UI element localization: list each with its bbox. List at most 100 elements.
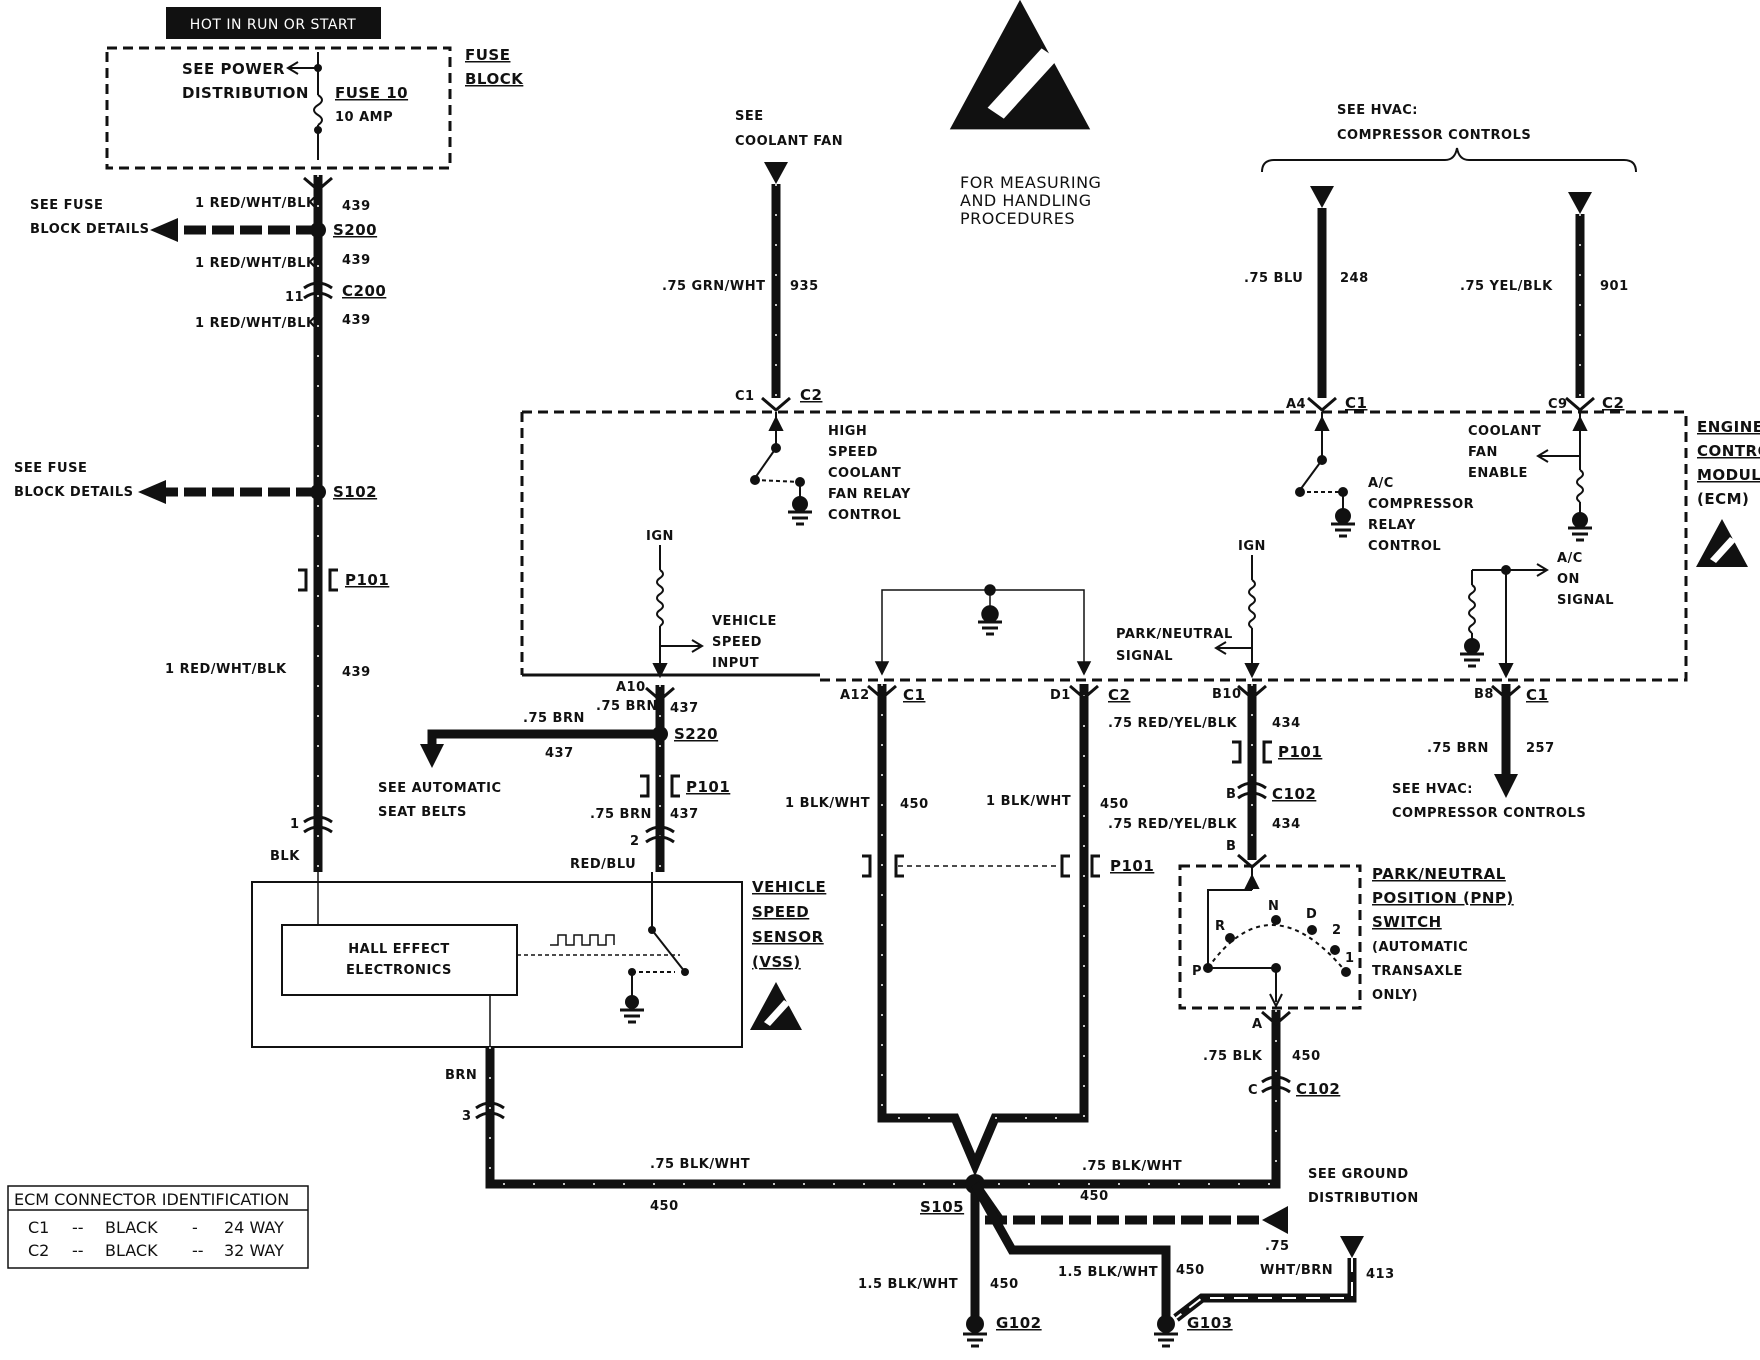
splice-s102-label: S102 [333, 483, 377, 501]
wire-450-pnp-stripe [995, 1010, 1277, 1185]
see-power-label: SEE POWER [182, 60, 285, 78]
cf-enable-label-2: FAN [1468, 445, 1498, 460]
p101-label-b: P101 [686, 778, 730, 796]
pnp-title-1: PARK/NEUTRAL [1372, 865, 1506, 883]
b8-label: B8 [1474, 687, 1494, 702]
wire-450-label-g102: 1.5 BLK/WHT [858, 1277, 958, 1292]
c2-label-901: C2 [1602, 394, 1624, 412]
c1-label-935: C1 [735, 389, 755, 404]
connector-p101-c [862, 854, 1070, 878]
wire-439-label-2: 1 RED/WHT/BLK [195, 256, 317, 271]
p101-label-a: P101 [345, 571, 389, 589]
circuit-439-label-3: 439 [342, 313, 371, 328]
ecm-connector-legend: ECM CONNECTOR IDENTIFICATION C1 -- BLACK… [7, 1185, 309, 1269]
connector-a10 [645, 686, 675, 702]
pnp-pos-2: 2 [1332, 923, 1342, 938]
c102-label-c: C102 [1296, 1080, 1340, 1098]
ecm-title-3: MODULE [1697, 466, 1760, 484]
pnp-pos-p: P [1192, 964, 1202, 979]
legend-row2-dash2: -- [192, 1241, 204, 1260]
legend-row1-size: 24 WAY [224, 1218, 284, 1237]
connector-d1 [1069, 684, 1099, 700]
fuse-name: FUSE 10 [335, 84, 408, 102]
wire-439-label-4: 1 RED/WHT/BLK [165, 662, 287, 677]
pn-signal-label-1: PARK/NEUTRAL [1116, 627, 1233, 642]
see-ground: SEE GROUND [1308, 1167, 1409, 1182]
wire-437-label-seatbelt: .75 BRN [523, 711, 585, 726]
connector-c102-b [1237, 781, 1267, 800]
fuse-block-title: FUSE [465, 46, 510, 64]
cf-enable-label-3: ENABLE [1468, 466, 1528, 481]
ac-on-label-1: A/C [1557, 551, 1583, 566]
wire-450-loop-stripe [881, 684, 1085, 1119]
wire-437-label-2: .75 BRN [590, 807, 652, 822]
wire-450-label-right: .75 BLK/WHT [1082, 1159, 1182, 1174]
arrow-fuse-details-2 [138, 480, 166, 504]
circuit-437-label-2: 437 [670, 807, 699, 822]
pnp-note-3: ONLY) [1372, 988, 1418, 1003]
vsi-label-2: SPEED [712, 635, 762, 650]
hall-effect-label: HALL EFFECT [348, 942, 449, 957]
ign-label-pn: IGN [1238, 539, 1266, 554]
pnp-pos-r: R [1215, 919, 1226, 934]
fuse-10-symbol [286, 52, 323, 160]
connector-p101-a [298, 568, 338, 592]
d1-label: D1 [1050, 688, 1071, 703]
ground-g102-label: G102 [996, 1314, 1042, 1332]
arrow-seat-belts [420, 744, 444, 768]
wire-413 [1173, 1258, 1357, 1322]
arrow-hvac-901 [1568, 192, 1592, 214]
ign-label-vss: IGN [646, 529, 674, 544]
p101-bracket-c [894, 854, 904, 878]
a12-label: A12 [840, 688, 870, 703]
pnp-pos-d: D [1306, 907, 1317, 922]
connector-pnp-a [1261, 1010, 1291, 1026]
vss-pin2: 2 [630, 834, 640, 849]
c2-label-935: C2 [800, 386, 822, 404]
wire-450-label-left: .75 BLK/WHT [650, 1157, 750, 1172]
hvac-brace [1261, 147, 1637, 173]
circuit-450-label-left: 450 [650, 1199, 679, 1214]
legend-row2-color: BLACK [105, 1241, 158, 1260]
c102-label-b: C102 [1272, 785, 1316, 803]
wire-935-label: .75 GRN/WHT [662, 279, 765, 294]
connector-c200 [303, 281, 333, 300]
c1-label-248: C1 [1345, 394, 1367, 412]
ecm-ground-bridge [874, 584, 1092, 676]
ground-g103-dot [1157, 1315, 1175, 1333]
see-seat-belts-2: SEAT BELTS [378, 805, 467, 820]
ac-relay-label-2: COMPRESSOR [1368, 497, 1474, 512]
wire-248-label: .75 BLU [1244, 271, 1303, 286]
splice-s200-label: S200 [333, 221, 377, 239]
connector-vss-pin3 [475, 1101, 505, 1120]
ecm-title-1: ENGINE [1697, 418, 1760, 436]
ac-relay-label-4: CONTROL [1368, 539, 1441, 554]
ignition-header-label: HOT IN RUN OR START [190, 17, 356, 33]
circuit-901-label: 901 [1600, 279, 1629, 294]
legend-row2-dash1: -- [72, 1241, 84, 1260]
legend-row1-conn: C1 [28, 1218, 49, 1237]
hs-fan-label-3: COOLANT [828, 466, 901, 481]
vss-title-2: SPEED [752, 903, 809, 921]
c1-label-a12: C1 [903, 686, 925, 704]
splice-s220-label: S220 [674, 725, 718, 743]
see-hvac-bottom-2: COMPRESSOR CONTROLS [1392, 806, 1586, 821]
circuit-434-label-1: 434 [1272, 716, 1301, 731]
circuit-935-label: 935 [790, 279, 819, 294]
wire-439-label-1: 1 RED/WHT/BLK [195, 196, 317, 211]
esd-note-3: PROCEDURES [960, 209, 1075, 228]
connector-c102-c [1261, 1075, 1291, 1094]
wire-413-label: .75 [1265, 1239, 1290, 1254]
c9-label: C9 [1548, 397, 1568, 412]
ground-g102-icon [961, 1332, 989, 1348]
arrow-fuse-details-1 [150, 218, 178, 242]
see-seat-belts: SEE AUTOMATIC [378, 781, 502, 796]
splice-s105-label: S105 [920, 1198, 964, 1216]
c102-pin-b: B [1226, 787, 1236, 802]
ground-g103-label: G103 [1187, 1314, 1233, 1332]
ac-on-signal-input [1464, 563, 1549, 679]
arrow-ground-distribution [1262, 1206, 1288, 1234]
circuit-257-label: 257 [1526, 741, 1555, 756]
a4-label: A4 [1286, 397, 1306, 412]
wire-413-label-2: WHT/BRN [1260, 1263, 1333, 1278]
